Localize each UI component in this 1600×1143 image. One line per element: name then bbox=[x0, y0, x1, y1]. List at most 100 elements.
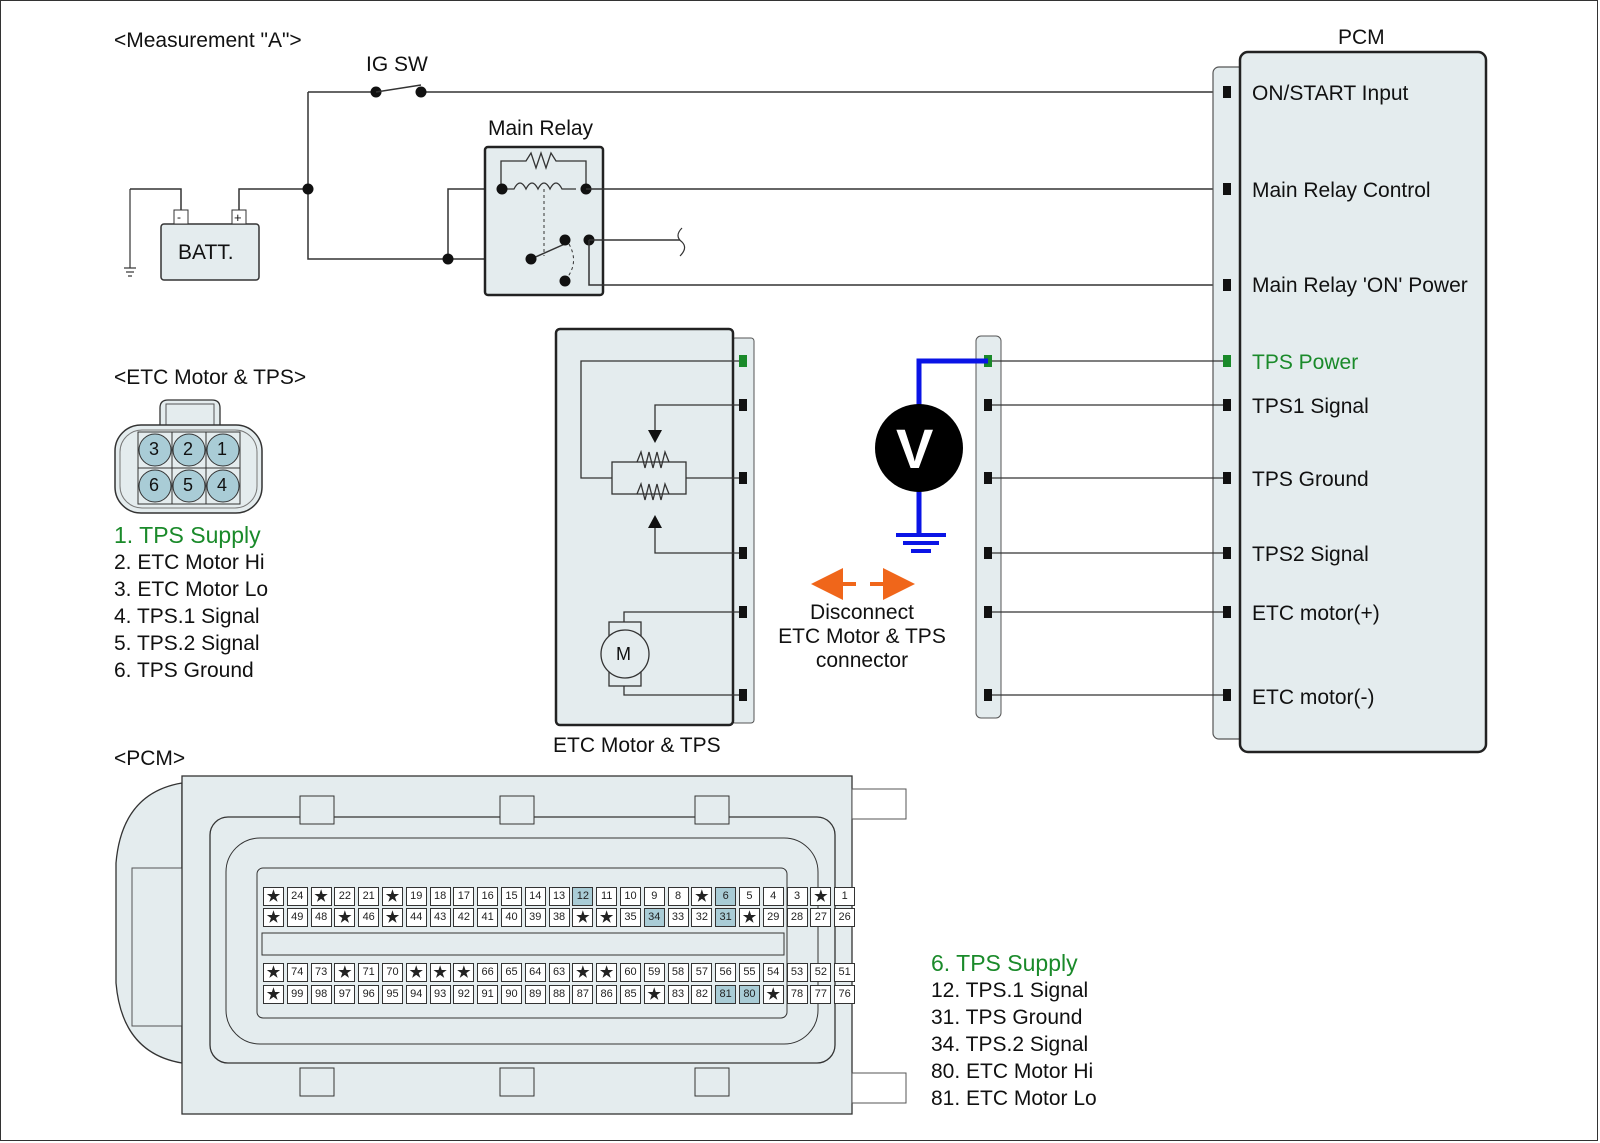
pcm-pin: 65 bbox=[500, 963, 522, 982]
pcm-pin-label-tps-power: TPS Power bbox=[1252, 351, 1359, 374]
pcm-pin: 11 bbox=[596, 887, 618, 906]
pcm-pin: 51 bbox=[834, 963, 856, 982]
terminal-pin bbox=[1223, 355, 1231, 367]
pcm-pin: 38 bbox=[548, 908, 570, 927]
legend-item: 2. ETC Motor Hi bbox=[114, 551, 265, 574]
pcm-pin-unused: ★ bbox=[334, 963, 356, 982]
pcm-pin-unused: ★ bbox=[405, 963, 427, 982]
pcm-pin: 74 bbox=[286, 963, 308, 982]
battery-pos-label: + bbox=[234, 210, 242, 225]
pcm-pin-unused: ★ bbox=[453, 963, 475, 982]
pcm-pin-label: Main Relay 'ON' Power bbox=[1252, 274, 1468, 297]
terminal-pin bbox=[1223, 689, 1231, 701]
pcm-pin: 1 bbox=[834, 887, 856, 906]
pcm-pin-legend: 6. TPS Supply 12. TPS.1 Signal 31. TPS G… bbox=[931, 950, 1097, 1112]
pcm-pin-unused: ★ bbox=[263, 908, 284, 927]
main-relay-label: Main Relay bbox=[488, 117, 594, 140]
terminal-pin bbox=[739, 399, 747, 411]
terminal-pin bbox=[739, 689, 747, 701]
pcm-pin: 28 bbox=[786, 908, 808, 927]
pcm-pin: 40 bbox=[500, 908, 522, 927]
pcm-pin-unused: ★ bbox=[572, 963, 594, 982]
pcm-pin: 87 bbox=[572, 985, 594, 1004]
pcm-pin: 15 bbox=[500, 887, 522, 906]
voltmeter-symbol: V bbox=[896, 417, 934, 480]
main-relay bbox=[483, 145, 605, 297]
pcm-pin-unused: ★ bbox=[429, 963, 451, 982]
terminal-pin bbox=[739, 547, 747, 559]
pcm-pin: 41 bbox=[477, 908, 499, 927]
pcm-pin: 5 bbox=[738, 887, 760, 906]
pcm-pin: 34 bbox=[643, 908, 665, 927]
pcm-connector-face bbox=[115, 775, 907, 1115]
etc-pin-number: 6 bbox=[149, 475, 160, 495]
pcm-pin: 91 bbox=[477, 985, 499, 1004]
legend-item: 80. ETC Motor Hi bbox=[931, 1060, 1094, 1083]
terminal-pin bbox=[1223, 606, 1231, 618]
pcm-pin: 70 bbox=[381, 963, 403, 982]
legend-item: 1. TPS Supply bbox=[114, 522, 261, 548]
terminal-pin bbox=[1223, 472, 1231, 484]
etc-block-label: ETC Motor & TPS bbox=[553, 734, 721, 757]
terminal-pin bbox=[1223, 547, 1231, 559]
disconnect-note: Disconnect ETC Motor & TPS connector bbox=[762, 601, 962, 673]
pcm-pin: 63 bbox=[548, 963, 570, 982]
pcm-pin: 80 bbox=[738, 985, 760, 1004]
terminal-pin bbox=[739, 355, 747, 367]
pcm-pin-unused: ★ bbox=[263, 985, 284, 1004]
pcm-pin: 57 bbox=[691, 963, 713, 982]
legend-item: 34. TPS.2 Signal bbox=[931, 1033, 1089, 1056]
pcm-pin: 22 bbox=[334, 887, 356, 906]
pcm-pin: 54 bbox=[762, 963, 784, 982]
etc-connector-face bbox=[114, 399, 263, 514]
pcm-pin: 92 bbox=[453, 985, 475, 1004]
pcm-pin-unused: ★ bbox=[643, 985, 665, 1004]
pcm-pin-unused: ★ bbox=[263, 963, 284, 982]
etc-pin-number: 2 bbox=[183, 439, 194, 459]
ig-switch[interactable] bbox=[370, 84, 427, 98]
pcm-pin: 14 bbox=[524, 887, 546, 906]
pcm-pin: 60 bbox=[619, 963, 641, 982]
pcm-pin-label: ETC motor(+) bbox=[1252, 602, 1380, 625]
etc-connector-title: <ETC Motor & TPS> bbox=[114, 366, 307, 389]
terminal-pin bbox=[1223, 86, 1231, 98]
terminal-pin bbox=[739, 472, 747, 484]
battery bbox=[160, 209, 260, 281]
pcm-pin: 10 bbox=[619, 887, 641, 906]
pcm-pin: 3 bbox=[786, 887, 808, 906]
pcm-pin: 48 bbox=[310, 908, 332, 927]
relay-wires bbox=[586, 188, 1227, 286]
pcm-pin: 58 bbox=[667, 963, 689, 982]
pcm-pin: 9 bbox=[643, 887, 665, 906]
terminal-pin bbox=[984, 689, 992, 701]
pcm-pin-label: ON/START Input bbox=[1252, 82, 1409, 105]
pcm-pin: 81 bbox=[715, 985, 737, 1004]
pcm-pin: 77 bbox=[810, 985, 832, 1004]
voltmeter[interactable] bbox=[875, 358, 988, 553]
pcm-pin: 6 bbox=[715, 887, 737, 906]
legend-item: 6. TPS Ground bbox=[114, 659, 254, 682]
terminal-pin bbox=[1223, 183, 1231, 195]
battery-neg-label: - bbox=[177, 210, 181, 224]
pcm-pin: 76 bbox=[834, 985, 856, 1004]
etc-pin-number: 3 bbox=[149, 439, 160, 459]
disconnect-note-line: Disconnect bbox=[810, 601, 914, 624]
pcm-pin: 71 bbox=[358, 963, 380, 982]
etc-pin-number: 4 bbox=[217, 475, 228, 495]
pcm-pin: 82 bbox=[691, 985, 713, 1004]
terminal-pin bbox=[1223, 399, 1231, 411]
pcm-pin: 24 bbox=[286, 887, 308, 906]
pcm-pin: 64 bbox=[524, 963, 546, 982]
pcm-pin: 85 bbox=[619, 985, 641, 1004]
pcm-pin-label: Main Relay Control bbox=[1252, 179, 1431, 202]
legend-item: 31. TPS Ground bbox=[931, 1006, 1083, 1029]
measurement-title: <Measurement "A"> bbox=[114, 29, 302, 52]
terminal-pin bbox=[1223, 279, 1231, 291]
pcm-pin: 59 bbox=[643, 963, 665, 982]
terminals bbox=[739, 86, 1231, 701]
pcm-pin-unused: ★ bbox=[691, 887, 713, 906]
